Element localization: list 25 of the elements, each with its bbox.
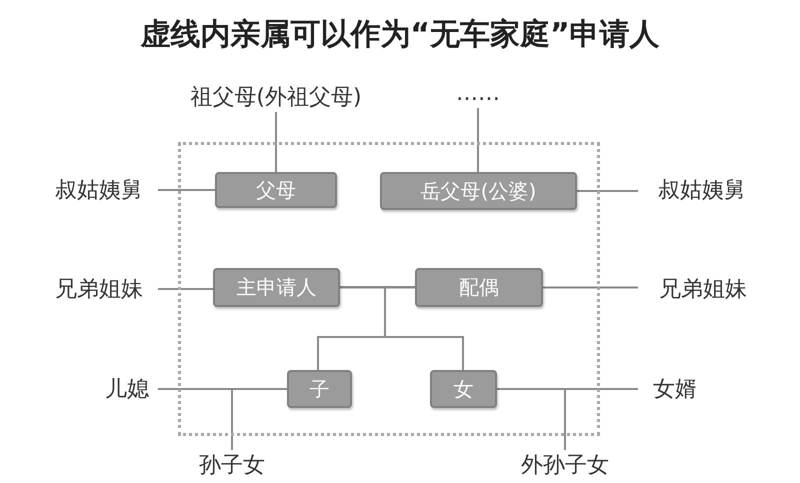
relation-box: 配偶	[415, 268, 543, 307]
relative-label: 叔姑姨舅	[658, 177, 746, 205]
relative-label: 儿媳	[105, 376, 149, 404]
relative-label: 外孙子女	[521, 452, 609, 480]
relation-box: 岳父母(公婆)	[380, 172, 577, 210]
connector-line	[275, 111, 277, 172]
relation-box: 主申请人	[213, 268, 340, 307]
relative-label: 兄弟姐妹	[55, 276, 143, 304]
relative-label: 祖父母(外祖父母)	[190, 84, 362, 112]
connector-line	[543, 286, 638, 288]
connector-line	[158, 288, 213, 290]
connector-line	[158, 189, 215, 191]
diagram-title: 虚线内亲属可以作为“无车家庭”申请人	[139, 16, 661, 54]
connector-line	[477, 107, 479, 172]
connector-line	[340, 286, 415, 288]
relative-label: 女婿	[653, 376, 697, 404]
connector-line	[577, 190, 638, 192]
dotted-boundary	[178, 142, 600, 436]
relative-label: ……	[456, 80, 500, 106]
relation-box: 女	[430, 370, 497, 408]
relative-label: 叔姑姨舅	[55, 177, 143, 205]
relation-box: 子	[287, 370, 352, 408]
relative-label: 孙子女	[199, 452, 265, 480]
relative-label: 兄弟姐妹	[659, 276, 747, 304]
relation-box: 父母	[215, 172, 337, 208]
